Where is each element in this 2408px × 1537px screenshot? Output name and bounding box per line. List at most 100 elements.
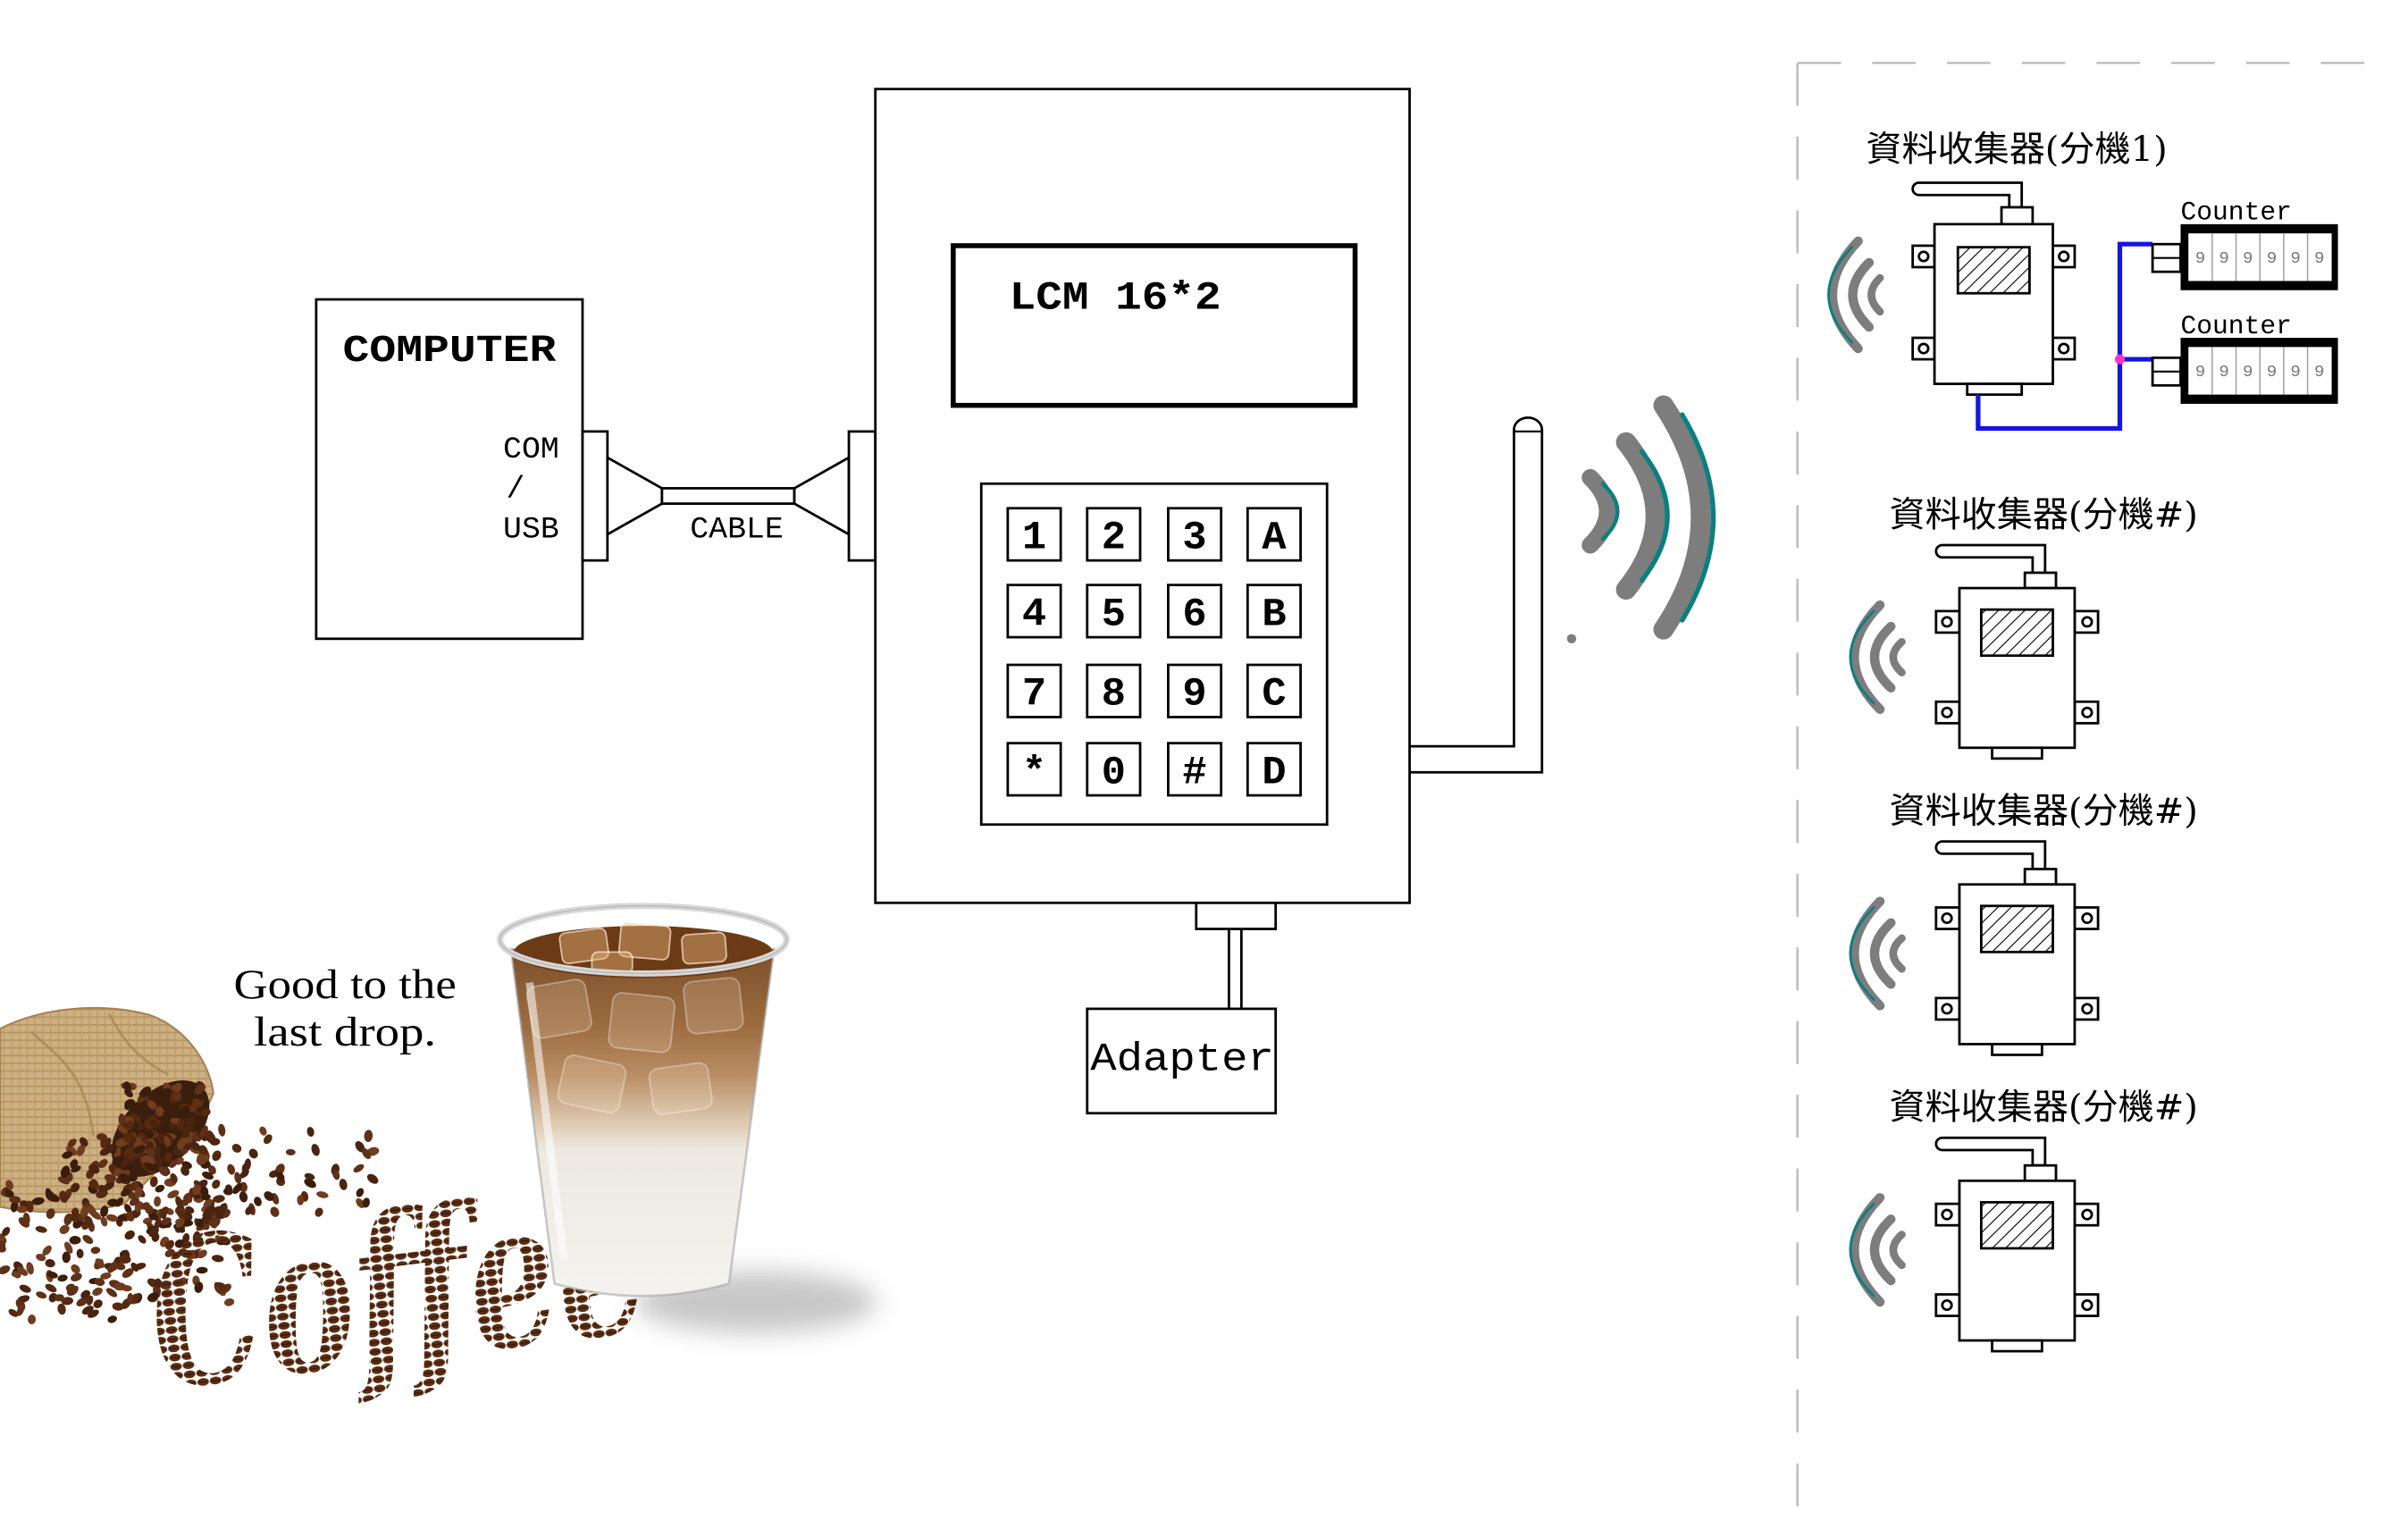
coffee-bean: [17, 1266, 29, 1276]
computer-port-label-com: COM: [503, 433, 559, 467]
coffee-bean: [212, 1180, 221, 1189]
coffee-bean: [125, 1120, 135, 1130]
coffee-bean: [66, 1285, 76, 1297]
coffee-bean: [88, 1180, 98, 1188]
coffee-bean: [107, 1262, 118, 1273]
keypad-key-label: D: [1262, 751, 1286, 796]
coffee-bean: [133, 1145, 146, 1155]
cable: CABLE: [606, 430, 877, 562]
coffee-bean: [123, 1081, 131, 1092]
counter-label: Counter: [2180, 198, 2291, 228]
coffee-bean: [28, 1314, 37, 1324]
coffee-bean: [100, 1205, 109, 1217]
coffee-bean: [9, 1196, 21, 1204]
keypad-key-label: C: [1262, 672, 1286, 718]
collector-1: 資料收集器(分機1): [1827, 130, 2168, 396]
computer-port: [581, 430, 609, 562]
coffee-bean: [2, 1226, 11, 1237]
coffee-bean: [104, 1173, 117, 1182]
coffee-bean: [232, 1183, 243, 1195]
coffee-bean: [332, 1169, 340, 1180]
coffee-artwork: Good to the last drop. Coffee: [0, 903, 877, 1436]
coffee-bean: [134, 1187, 143, 1199]
collector-title: 資料收集器(分機#): [1890, 495, 2198, 536]
coffee-bean: [124, 1132, 135, 1143]
keypad-key-label: A: [1262, 516, 1286, 561]
coffee-bean: [208, 1219, 217, 1229]
coffee-bean: [205, 1205, 215, 1214]
counter-digit: 9: [2290, 248, 2301, 268]
coffee-bean: [362, 1197, 370, 1208]
coffee-bean: [71, 1272, 82, 1282]
coffee-bean: [306, 1127, 315, 1137]
coffee-bean: [269, 1170, 279, 1178]
computer-title: COMPUTER: [343, 329, 557, 373]
coffee-bean: [76, 1248, 84, 1259]
keypad-key: [1246, 507, 1302, 562]
collector-mount-tab: [1934, 700, 1961, 725]
coffee-bean: [147, 1292, 159, 1302]
coffee-bean: [194, 1281, 204, 1293]
screw-icon: [1941, 912, 1953, 925]
computer-port-label-slash: /: [507, 473, 525, 508]
coffee-bean: [231, 1143, 242, 1153]
collector-mount-tab: [1934, 996, 1961, 1021]
coffee-bean: [199, 1125, 208, 1138]
keypad-key: [1086, 507, 1142, 562]
coffee-bean: [254, 1197, 262, 1206]
keypad-key-label: 9: [1182, 672, 1206, 718]
keypad-key-label: 4: [1022, 592, 1046, 638]
coffee-bean: [192, 1184, 201, 1196]
coffee-bean: [31, 1197, 45, 1205]
coffee-bean: [47, 1193, 60, 1203]
coffee-bean: [285, 1148, 296, 1155]
wireless-signal-icon: [1849, 1193, 1906, 1307]
coffee-bean: [87, 1205, 96, 1216]
coffee-bean: [57, 1176, 70, 1185]
coffee-bean: [4, 1189, 14, 1198]
coffee-bean: [26, 1262, 34, 1275]
keypad-key-label: 3: [1182, 516, 1206, 561]
counter-wiring: [1976, 241, 2153, 431]
coffee-bean: [202, 1172, 214, 1180]
keypad-key: [1086, 742, 1142, 797]
coffee-bean: [94, 1278, 105, 1287]
coffee-bean: [159, 1206, 169, 1218]
coffee-bean: [117, 1214, 128, 1222]
coffee-bean: [35, 1226, 47, 1233]
coffee-bean: [264, 1191, 274, 1201]
collector-panel-border: [1796, 62, 2376, 1537]
coffee-bean: [105, 1214, 119, 1222]
coffee-bean: [45, 1259, 55, 1268]
coffee-bean: [177, 1248, 188, 1256]
coffee-bean: [213, 1195, 225, 1203]
coffee-bean: [118, 1113, 126, 1127]
wireless-signal-icon: [1566, 395, 1716, 643]
screw-icon: [1941, 1003, 1953, 1015]
coffee-beans: [0, 1080, 380, 1324]
coffee-bean: [244, 1158, 251, 1171]
coffee-bean: [61, 1297, 73, 1306]
coffee-bean: [63, 1241, 73, 1254]
coffee-bean: [200, 1186, 209, 1197]
keypad-key: [1246, 742, 1302, 797]
coffee-bean: [129, 1172, 138, 1182]
coffee-bean: [76, 1297, 88, 1306]
keypad-key-label: 2: [1102, 516, 1126, 561]
cable-wire: [660, 487, 796, 505]
coffee-bean: [311, 1144, 320, 1156]
collector-bottom-port: [1991, 746, 2043, 760]
coffee-bean: [211, 1255, 224, 1263]
coffee-bean: [270, 1206, 280, 1217]
coffee-bean: [206, 1130, 214, 1143]
coffee-bean: [112, 1155, 123, 1166]
collector-antenna: [1934, 1136, 2047, 1167]
keypad-key: [1006, 507, 1062, 562]
coffee-bean: [45, 1283, 57, 1293]
coffee-bean: [95, 1258, 105, 1269]
cable-connector-right: [793, 455, 851, 537]
collector-2: 資料收集器(分機#): [1849, 495, 2198, 760]
coffee-bean: [223, 1298, 235, 1306]
coffee-bean: [200, 1108, 211, 1117]
